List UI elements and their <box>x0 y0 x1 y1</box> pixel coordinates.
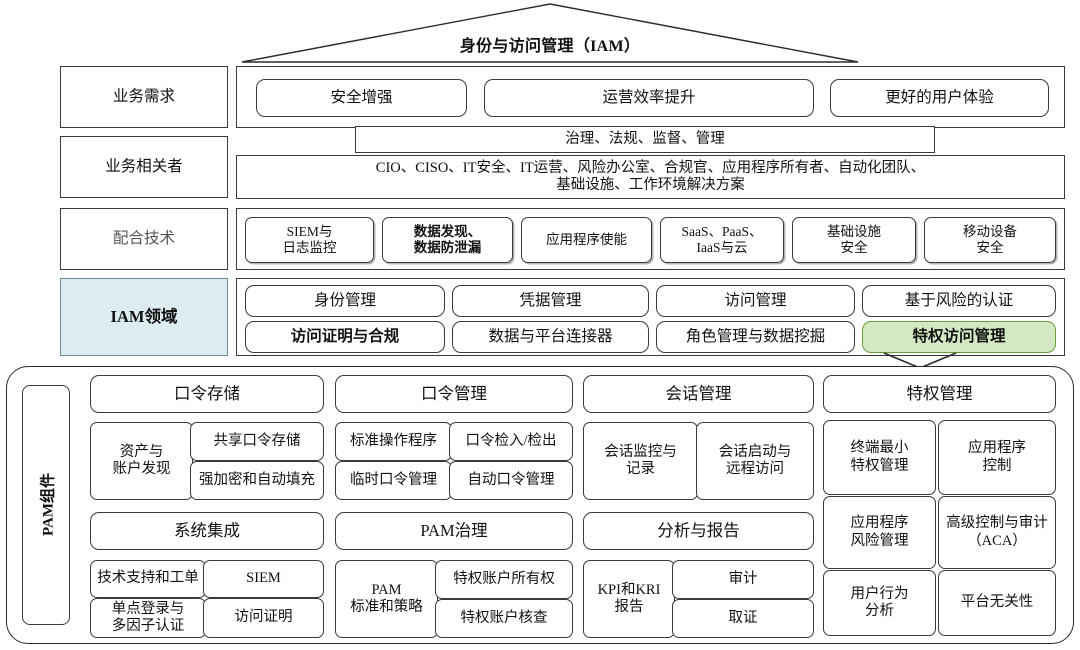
supporting-tech-box-5[interactable]: 基础设施 安全 <box>792 217 916 263</box>
row-label-supporting-tech: 配合技术 <box>60 208 228 270</box>
pam-cell-password-checkin-checkout[interactable]: 口令检入/检出 <box>449 422 573 461</box>
supporting-tech-box-1[interactable]: SIEM与 日志监控 <box>245 217 374 263</box>
pam-cell-application-risk-management[interactable]: 应用程序 风险管理 <box>823 496 936 569</box>
business-needs-row: 安全增强 运营效率提升 更好的用户体验 <box>236 66 1065 128</box>
pam-col-header-password-vault[interactable]: 口令存储 <box>90 375 324 413</box>
pam-cell-application-control[interactable]: 应用程序 控制 <box>938 420 1056 495</box>
pam-cell-endpoint-least-privilege[interactable]: 终端最小 特权管理 <box>823 420 936 495</box>
iam-box-privileged-access-management[interactable]: 特权访问管理 <box>862 321 1056 353</box>
pam-cell-advanced-control-audit-aca[interactable]: 高级控制与审计 （ACA） <box>938 496 1056 569</box>
pam-cell-automatic-password-management[interactable]: 自动口令管理 <box>449 461 573 500</box>
supporting-tech-box-2[interactable]: 数据发现、 数据防泄漏 <box>382 217 513 263</box>
pam-cell-pam-standards-policies[interactable]: PAM 标准和策略 <box>335 560 438 638</box>
business-need-box-2[interactable]: 运营效率提升 <box>484 79 814 117</box>
iam-box-data-platform-connectors[interactable]: 数据与平台连接器 <box>452 321 649 353</box>
iam-box-risk-based-auth[interactable]: 基于风险的认证 <box>862 285 1056 317</box>
pam-cell-strong-encryption-autofill[interactable]: 强加密和自动填充 <box>190 461 324 500</box>
pam-cell-kpi-kri-reporting[interactable]: KPI和KRI 报告 <box>583 560 675 638</box>
pam-col-header-privilege-management[interactable]: 特权管理 <box>823 375 1056 413</box>
pam-cell-sso-mfa[interactable]: 单点登录与 多因子认证 <box>90 598 206 638</box>
pam-cell-session-launch-remote-access[interactable]: 会话启动与 远程访问 <box>696 422 814 500</box>
pam-col-header-analytics-reporting[interactable]: 分析与报告 <box>583 512 814 550</box>
supporting-tech-box-4[interactable]: SaaS、PaaS、 IaaS与云 <box>660 217 784 263</box>
pam-cell-forensics[interactable]: 取证 <box>672 599 814 638</box>
row-label-stakeholders: 业务相关者 <box>60 136 228 198</box>
stakeholders-row: CIO、CISO、IT安全、IT运营、风险办公室、合规官、应用程序所有者、自动化… <box>236 155 1065 199</box>
pam-cell-siem[interactable]: SIEM <box>203 560 324 598</box>
supporting-tech-row: SIEM与 日志监控 数据发现、 数据防泄漏 应用程序使能 SaaS、PaaS、… <box>236 208 1065 270</box>
pediment-roof-shape <box>241 3 859 63</box>
iam-domain-row: 身份管理 凭据管理 访问管理 基于风险的认证 访问证明与合规 数据与平台连接器 … <box>236 278 1065 356</box>
pam-side-rail: PAM组件 <box>22 385 70 625</box>
pam-cell-standard-operating-procedure[interactable]: 标准操作程序 <box>335 422 452 461</box>
pam-cell-user-behavior-analytics[interactable]: 用户行为 分析 <box>823 570 936 636</box>
pam-col-header-session-management[interactable]: 会话管理 <box>583 375 814 413</box>
pam-cell-platform-agnostic[interactable]: 平台无关性 <box>938 570 1056 636</box>
pam-side-label: PAM组件 <box>40 472 57 537</box>
pam-col-header-pam-governance[interactable]: PAM治理 <box>335 512 573 550</box>
iam-box-access-management[interactable]: 访问管理 <box>656 285 855 317</box>
governance-banner: 治理、法规、监督、管理 <box>355 126 935 153</box>
pam-cell-temporary-password-management[interactable]: 临时口令管理 <box>335 461 452 500</box>
iam-box-identity-management[interactable]: 身份管理 <box>245 285 445 317</box>
supporting-tech-box-3[interactable]: 应用程序使能 <box>521 217 652 263</box>
pam-cell-access-certification[interactable]: 访问证明 <box>203 598 324 638</box>
stakeholders-text: CIO、CISO、IT安全、IT运营、风险办公室、合规官、应用程序所有者、自动化… <box>237 156 1064 198</box>
pam-cell-asset-account-discovery[interactable]: 资产与 账户发现 <box>90 422 193 500</box>
iam-box-credential-management[interactable]: 凭据管理 <box>452 285 649 317</box>
pam-col-header-system-integration[interactable]: 系统集成 <box>90 512 324 550</box>
pam-cell-privileged-account-review[interactable]: 特权账户核查 <box>435 599 573 638</box>
iam-box-access-certification[interactable]: 访问证明与合规 <box>245 321 445 353</box>
pam-cell-shared-password-vault[interactable]: 共享口令存储 <box>190 422 324 461</box>
pam-cell-privileged-account-ownership[interactable]: 特权账户所有权 <box>435 560 573 599</box>
pam-col-header-password-management[interactable]: 口令管理 <box>335 375 573 413</box>
row-label-business-needs: 业务需求 <box>60 66 228 128</box>
page-title: 身份与访问管理（IAM） <box>459 38 641 55</box>
pam-cell-session-monitoring-recording[interactable]: 会话监控与 记录 <box>583 422 698 500</box>
pam-cell-tech-support-ticketing[interactable]: 技术支持和工单 <box>90 560 206 598</box>
business-need-box-3[interactable]: 更好的用户体验 <box>830 79 1049 117</box>
supporting-tech-box-6[interactable]: 移动设备 安全 <box>924 217 1056 263</box>
business-need-box-1[interactable]: 安全增强 <box>256 79 467 117</box>
pam-cell-audit[interactable]: 审计 <box>672 560 814 599</box>
row-label-iam-domain: IAM领域 <box>60 278 228 356</box>
iam-box-role-management-mining[interactable]: 角色管理与数据挖掘 <box>656 321 855 353</box>
